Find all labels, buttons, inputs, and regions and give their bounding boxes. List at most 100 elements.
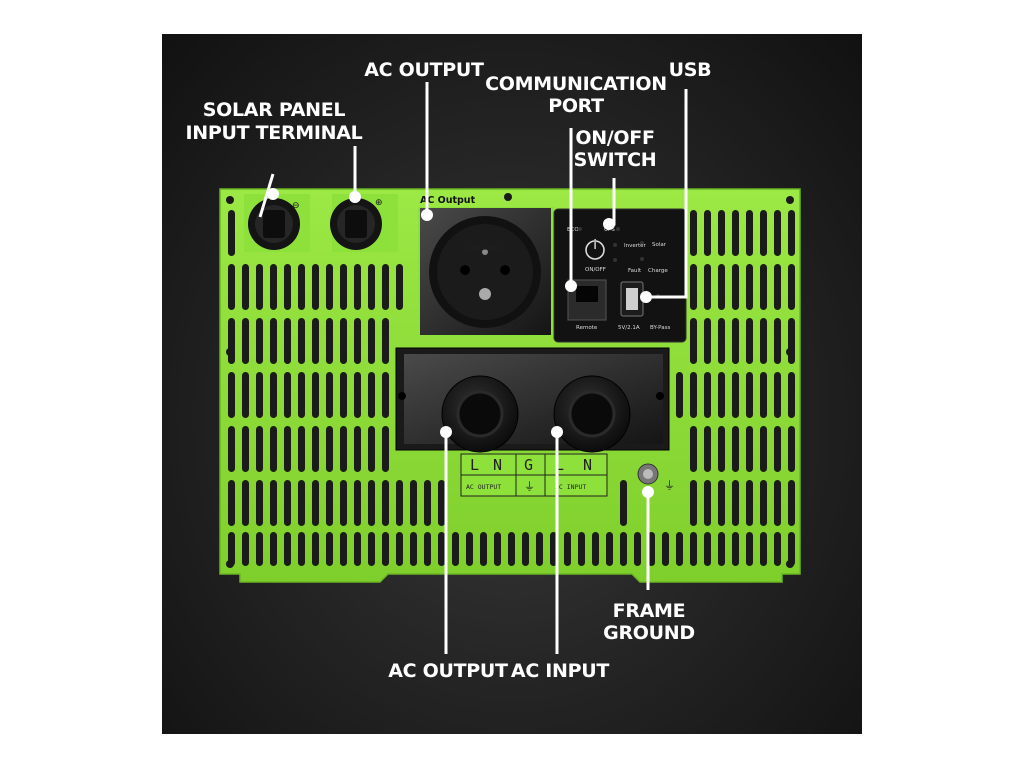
vent-slot [480,532,487,566]
vent-slot [340,426,347,472]
vent-slot [760,318,767,364]
vent-slot [228,426,235,472]
vent-slot [718,426,725,472]
vent-slot [732,210,739,256]
vent-slot [340,372,347,418]
vent-slot [746,372,753,418]
vent-slot [774,318,781,364]
vent-slot [788,372,795,418]
label-ac-input: AC INPUT [511,660,609,682]
negative-terminal-mark: ⊖ [292,201,300,211]
vent-slot [270,480,277,526]
vent-slot [270,426,277,472]
vent-slot [774,372,781,418]
vent-slot [326,372,333,418]
ac-input-gland[interactable] [553,375,631,453]
vent-slot [256,532,263,566]
terminal-ac-output-caption: AC OUTPUT [466,483,501,491]
ac-output-caption: AC Output [420,195,476,206]
vent-slot [424,480,431,526]
vent-slot [788,480,795,526]
vent-slot [256,318,263,364]
vent-slot [256,264,263,310]
vent-slot [298,426,305,472]
vent-slot [340,318,347,364]
vent-slot [718,480,725,526]
vent-slot [536,532,543,566]
terminal-plate: L N G L N AC OUTPUT AC INPUT ⏚ [460,453,608,497]
vent-slot [298,264,305,310]
vent-slot [704,318,711,364]
vent-slot [396,532,403,566]
vent-slot [438,480,445,526]
vent-slot [396,480,403,526]
vent-slot [690,264,697,310]
vent-slot [760,532,767,566]
vent-slot [760,372,767,418]
vent-slot [788,210,795,256]
terminal-letter-n-in: N [583,456,592,474]
vent-slot [746,264,753,310]
ventilation-slots [228,210,795,566]
cable-gland-plate [395,347,670,453]
vent-slot [312,480,319,526]
solar-input-connectors[interactable]: ⊖ ⊕ [244,194,398,252]
vent-slot [410,532,417,566]
vent-slot [368,372,375,418]
vent-slot [508,532,515,566]
vent-slot [438,532,445,566]
ac-output-socket[interactable]: AC Output 16A 250V~ [418,195,554,337]
vent-slot [242,532,249,566]
vent-slot [410,480,417,526]
vent-slot [354,480,361,526]
terminal-ground-icon: ⏚ [524,480,535,493]
vent-slot [774,264,781,310]
vent-slot [760,426,767,472]
vent-slot [312,532,319,566]
control-panel: ECO UPS ON/OFF Inverter Solar Fault Char… [553,208,687,343]
vent-slot [578,532,585,566]
vent-slot [732,372,739,418]
vent-slot [704,264,711,310]
product-diagram-frame: ⊖ ⊕ AC Output 16A 250V~ ECO UPS ON/OFF I… [162,34,862,734]
ac-output-gland[interactable] [441,375,519,453]
vent-slot [354,318,361,364]
usb-rating-caption: 5V/2.1A [618,325,640,331]
solar-status-label: Solar [652,242,667,248]
vent-slot [732,480,739,526]
chassis-screws [226,193,794,568]
vent-slot [690,372,697,418]
vent-slot [382,480,389,526]
frame-ground-stud[interactable]: ⏚ [637,463,675,492]
vent-slot [284,318,291,364]
label-frame-ground-line1: FRAME [613,600,686,622]
terminal-letter-l-in: L [555,456,564,474]
vent-slot [298,372,305,418]
remote-caption: Remote [576,325,598,331]
vent-slot [256,426,263,472]
vent-slot [354,532,361,566]
label-usb: USB [669,59,712,81]
vent-slot [732,426,739,472]
label-communication-line2: PORT [548,95,604,117]
positive-terminal-mark: ⊕ [375,198,383,208]
vent-slot [606,532,613,566]
label-frame-ground-line2: GROUND [603,622,695,644]
vent-slot [718,532,725,566]
vent-slot [382,426,389,472]
vent-slot [326,426,333,472]
vent-slot [270,318,277,364]
power-switch-icon[interactable] [585,238,605,260]
vent-slot [228,210,235,256]
vent-slot [774,426,781,472]
vent-slot [284,480,291,526]
vent-slot [256,372,263,418]
vent-slot [270,372,277,418]
vent-slot [788,532,795,566]
vent-slot [704,426,711,472]
vent-slot [312,264,319,310]
vent-slot [704,480,711,526]
label-on-off-line1: ON/OFF [575,127,654,149]
vent-slot [732,318,739,364]
vent-slot [466,532,473,566]
